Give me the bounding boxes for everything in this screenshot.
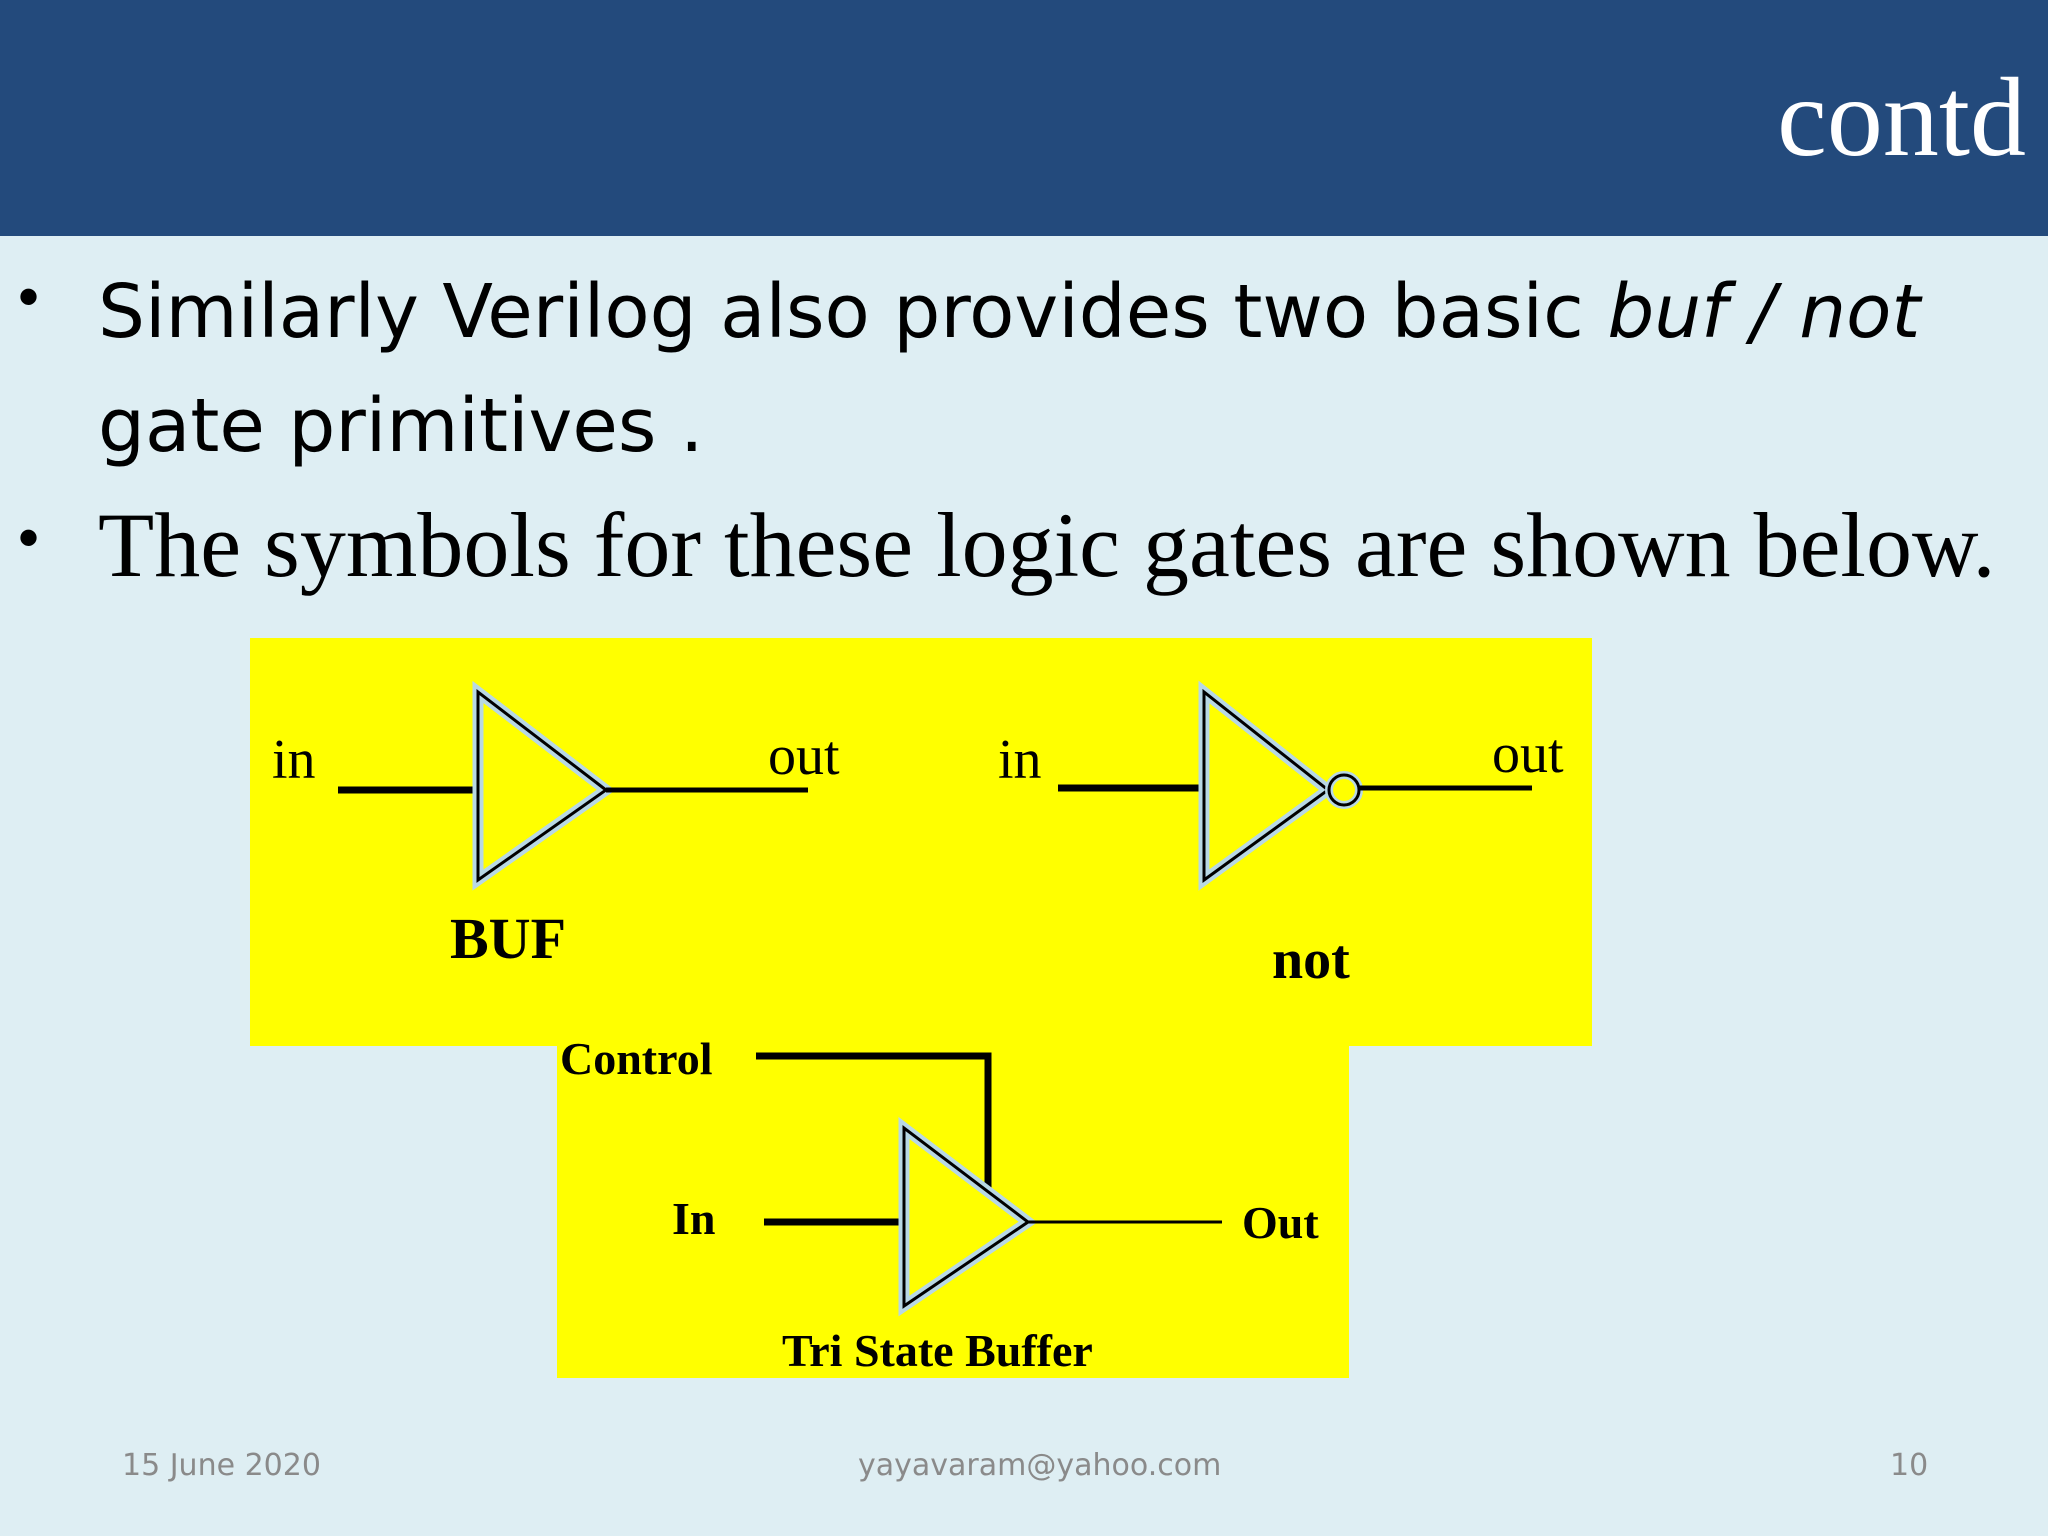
tristate-out-label: Out xyxy=(1242,1197,1319,1248)
tristate-gate xyxy=(756,1052,1222,1317)
footer-email: yayavaram@yahoo.com xyxy=(858,1448,1222,1483)
not-triangle-icon xyxy=(1202,688,1331,883)
bullet-1-emphasis: buf / not xyxy=(1607,269,1921,355)
footer-page-number: 10 xyxy=(1890,1448,1929,1483)
bullet-1: Similarly Verilog also provides two basi… xyxy=(98,255,1998,483)
buf-in-label: in xyxy=(272,729,316,791)
bullet-2: The symbols for these logic gates are sh… xyxy=(98,494,1996,596)
diagram-panel-top xyxy=(250,638,1592,1046)
bullet-icon: • xyxy=(18,504,40,571)
slide-title: contd xyxy=(1777,56,2026,180)
tristate-control-wire xyxy=(756,1052,992,1196)
buf-triangle-icon xyxy=(476,688,609,883)
buf-name-label: BUF xyxy=(450,906,566,971)
diagram-panel-bottom xyxy=(557,1040,1349,1378)
not-out-label: out xyxy=(1492,723,1564,785)
bullet-1-text-before: Similarly Verilog also provides two basi… xyxy=(98,269,1608,355)
footer-date: 15 June 2020 xyxy=(122,1448,321,1483)
not-name-label: not xyxy=(1272,929,1350,991)
tristate-name-label: Tri State Buffer xyxy=(782,1325,1093,1376)
bullet-icon: • xyxy=(18,263,40,330)
not-gate xyxy=(1058,680,1532,891)
slide-header: contd xyxy=(0,0,2048,236)
bullet-1-text-after: gate primitives . xyxy=(98,383,704,469)
tristate-triangle-icon xyxy=(902,1124,1031,1309)
tristate-control-label: Control xyxy=(560,1033,713,1084)
buf-gate xyxy=(338,680,808,891)
tristate-in-label: In xyxy=(672,1193,715,1244)
buf-out-label: out xyxy=(768,725,840,787)
not-in-label: in xyxy=(998,729,1042,791)
